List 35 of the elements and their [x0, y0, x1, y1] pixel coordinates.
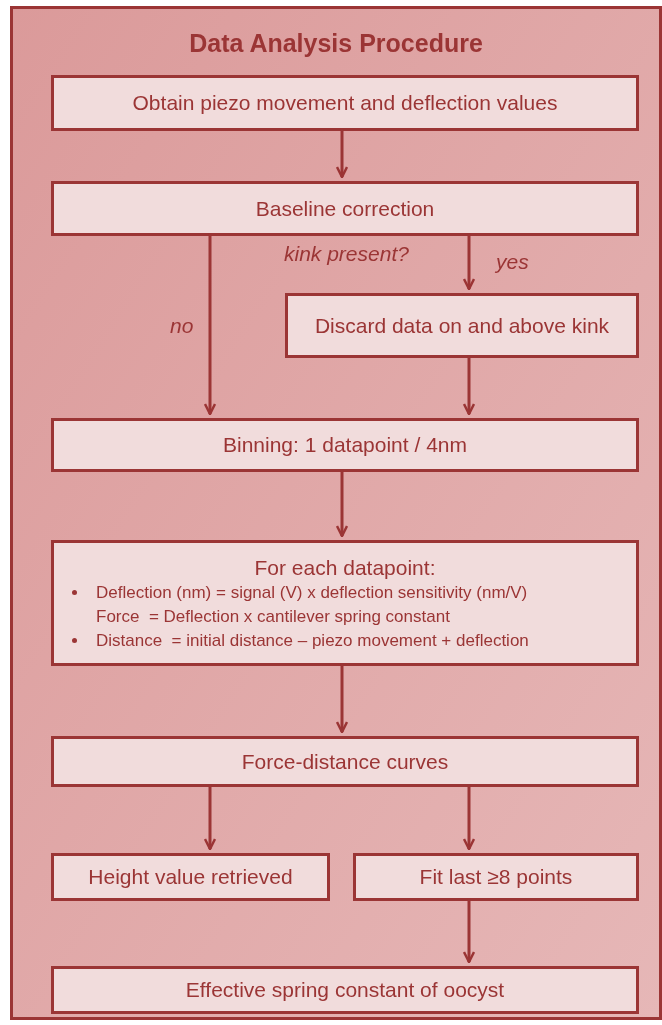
arrow [335, 469, 349, 538]
process-box [51, 853, 330, 901]
process-box [285, 293, 639, 358]
arrow [335, 663, 349, 734]
panel-background [10, 6, 662, 1020]
box-text: Binning: 1 datapoint / 4nm [223, 432, 467, 459]
arrow [462, 784, 476, 851]
edge-label: no [170, 313, 194, 339]
process-box [51, 181, 639, 236]
process-box [51, 418, 639, 472]
box-text: Deflection (nm) = signal (V) x deflection sensitivity (nm/V) [96, 581, 528, 604]
process-box [51, 966, 639, 1014]
box-text: Force-distance curves [241, 748, 449, 775]
arrow [203, 784, 217, 851]
box-text: Effective spring constant of oocyst [185, 977, 505, 1004]
box-text: Baseline correction [255, 195, 435, 222]
process-box [51, 540, 639, 666]
question-label: kink present? [284, 241, 409, 267]
box-text: For each datapoint: [254, 554, 436, 581]
box-text: Distance = initial distance – piezo movement + deflection [96, 629, 529, 652]
arrow [462, 233, 476, 291]
box-text: Obtain piezo movement and deflection values [132, 90, 558, 117]
box-text: Fit last ≥8 points [419, 864, 573, 891]
process-box [51, 75, 639, 131]
arrow [462, 355, 476, 416]
process-box [51, 736, 639, 787]
edge-label: yes [496, 249, 529, 275]
arrow [203, 233, 217, 416]
arrow [335, 128, 349, 179]
process-box [353, 853, 639, 901]
panel-title: Data Analysis Procedure [188, 28, 484, 59]
box-text: Discard data on and above kink [314, 312, 610, 339]
box-text: Force = Deflection x cantilever spring constant [96, 605, 450, 628]
box-text: Height value retrieved [88, 864, 293, 891]
arrow [462, 898, 476, 964]
